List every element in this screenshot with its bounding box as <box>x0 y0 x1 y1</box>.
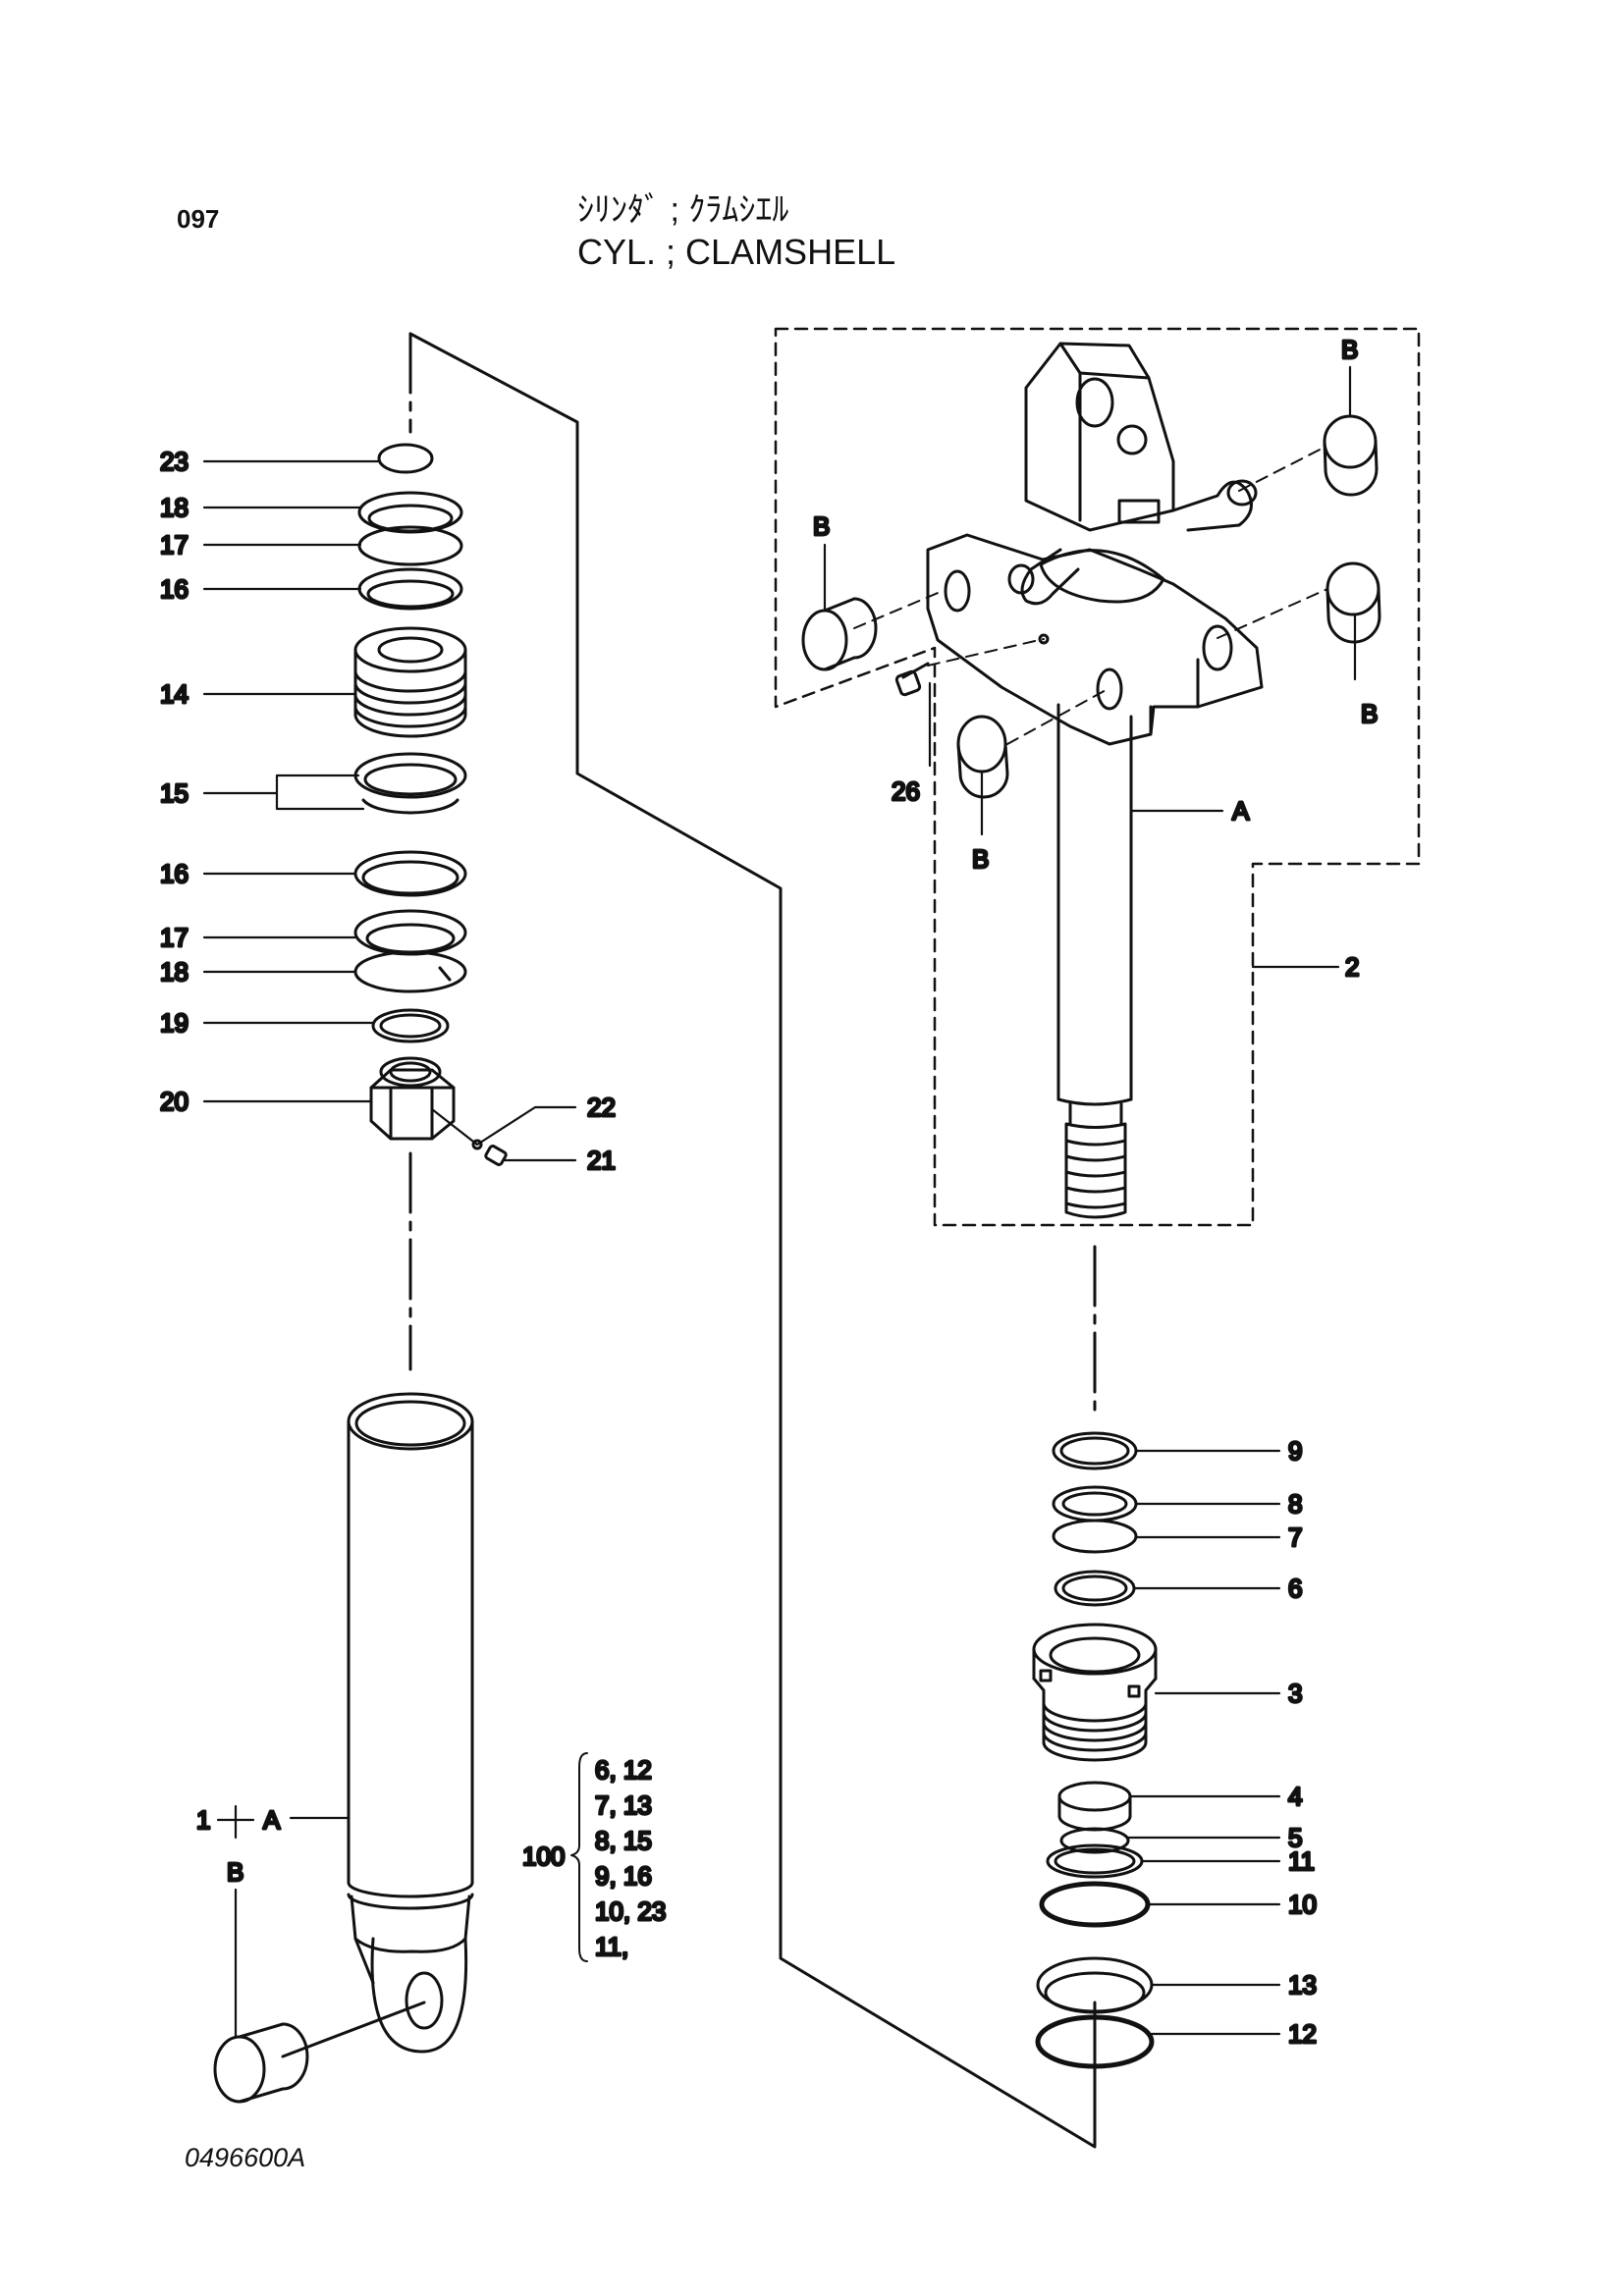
callout-26: 26 <box>892 776 920 806</box>
callout-16-top: 16 <box>160 574 189 604</box>
callout-1-b: B <box>227 1857 243 1887</box>
callout-100: 100 <box>522 1842 565 1871</box>
callout-a-rod: A <box>1232 796 1250 826</box>
grease-nipple-26 <box>894 662 930 697</box>
leaders-right <box>823 365 1357 2036</box>
callout-20: 20 <box>160 1087 189 1116</box>
ring-6-inner <box>1061 1575 1128 1602</box>
ring-11-inner <box>1054 1847 1136 1875</box>
kit-100-item-2: 7, 13 <box>595 1790 652 1820</box>
callout-16-lower: 16 <box>160 859 189 888</box>
cylinder-tube-1 <box>347 1392 474 2054</box>
callout-22: 22 <box>587 1093 616 1122</box>
callout-7: 7 <box>1288 1522 1302 1552</box>
title-japanese: ｼﾘﾝﾀﾞ ; ｸﾗﾑｼｴﾙ <box>577 191 789 229</box>
callout-10: 10 <box>1288 1890 1317 1919</box>
backup-ring-13-inner <box>1044 1971 1146 2014</box>
ring-16-lower-inner <box>361 860 460 895</box>
kit-100-item-1: 6, 12 <box>595 1755 652 1785</box>
bushing-left-bottom <box>213 2001 426 2104</box>
rod-cover-3 <box>1032 1623 1158 1762</box>
bushing-pin-lines <box>853 446 1328 745</box>
callout-12: 12 <box>1288 2019 1317 2049</box>
rod-eye-plate <box>926 533 1264 746</box>
callout-6: 6 <box>1288 1574 1302 1603</box>
ring-9 <box>1052 1431 1138 1470</box>
callout-17-top: 17 <box>160 530 189 560</box>
ring-16-lower <box>353 850 467 897</box>
ring-8 <box>1052 1485 1138 1522</box>
rod-clevis-head <box>1007 342 1258 606</box>
ball-22 <box>471 1139 483 1150</box>
callout-1: 1 <box>196 1805 210 1835</box>
callout-13: 13 <box>1288 1970 1317 2000</box>
nut-20 <box>369 1056 456 1141</box>
callout-3: 3 <box>1288 1679 1302 1708</box>
ring-7 <box>1052 1519 1138 1554</box>
bushing-b-mid-right <box>1325 561 1381 644</box>
bushing-b-top-right <box>1323 414 1379 497</box>
ring-19-inner <box>379 1013 442 1039</box>
callout-b-top-right: B <box>1341 335 1358 364</box>
ring-5 <box>1059 1827 1130 1854</box>
callout-5: 5 <box>1288 1823 1302 1852</box>
callout-23: 23 <box>160 447 189 476</box>
ring-set-top <box>357 491 463 611</box>
callout-9: 9 <box>1288 1436 1302 1466</box>
callout-21: 21 <box>587 1146 616 1175</box>
callout-19: 19 <box>160 1008 189 1038</box>
set-screw-21 <box>484 1145 508 1166</box>
callout-b-lower: B <box>972 844 989 874</box>
ring-set-lower <box>353 909 467 993</box>
kit-100-item-4: 9, 16 <box>595 1861 652 1891</box>
seal-pack-14 <box>353 626 467 738</box>
callout-1-a: A <box>263 1805 281 1835</box>
bushing-4 <box>1057 1781 1132 1832</box>
callout-b-mid-right: B <box>1361 699 1378 728</box>
assembly-boundary-line <box>408 332 1097 2149</box>
callout-15: 15 <box>160 778 189 808</box>
leaders-left <box>202 459 577 2039</box>
callout-17-lower: 17 <box>160 923 189 952</box>
callout-8: 8 <box>1288 1489 1302 1519</box>
drawing-number: 0496600A <box>185 2143 306 2172</box>
piston-rod <box>1056 703 1133 1219</box>
bushing-b-left <box>801 597 878 671</box>
ring-set-15 <box>353 752 467 815</box>
page-number: 097 <box>177 204 220 234</box>
title-english: CYL. ; CLAMSHELL <box>577 232 896 272</box>
callout-18-lower: 18 <box>160 957 189 987</box>
kit-100-item-6: 11, <box>595 1932 628 1961</box>
kit-100-item-3: 8, 15 <box>595 1826 652 1855</box>
kit-100-item-5: 10, 23 <box>595 1896 666 1926</box>
kit-100-brace <box>570 1752 588 1962</box>
o-ring-12 <box>1035 2014 1155 2069</box>
o-ring-23 <box>377 443 434 474</box>
callout-11: 11 <box>1288 1846 1315 1876</box>
callout-14: 14 <box>160 679 189 709</box>
callout-2: 2 <box>1345 952 1359 982</box>
ring-19 <box>371 1008 450 1043</box>
rod-assembly-dashed-box <box>774 327 1421 1227</box>
callout-4: 4 <box>1288 1782 1302 1811</box>
o-ring-10 <box>1039 1881 1151 1928</box>
callout-b-left: B <box>813 511 830 541</box>
callout-18-top: 18 <box>160 493 189 522</box>
